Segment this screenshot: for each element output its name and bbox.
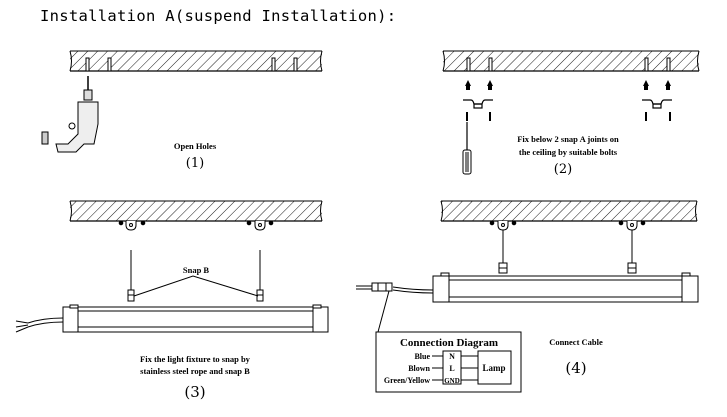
terminal-gnd: GND — [444, 377, 460, 385]
power-cable — [15, 317, 64, 333]
snap-a-mounted — [489, 220, 646, 231]
step-4: Connection Diagram Blue Blown Green/Yell… — [356, 200, 699, 393]
step-2-caption-line-1: Fix below 2 snap A joints on — [517, 134, 619, 144]
connection-diagram-title: Connection Diagram — [400, 337, 498, 349]
page-title: Installation A(suspend Installation): — [40, 7, 397, 25]
anchor-plug-icons — [465, 80, 671, 90]
light-fixture — [432, 272, 699, 303]
step-4-number: (4) — [565, 359, 586, 377]
snap-b-icons — [498, 262, 637, 274]
ceiling-slab — [69, 50, 323, 72]
connection-diagram: Connection Diagram Blue Blown Green/Yell… — [375, 331, 522, 393]
wire-label-blue: Blue — [414, 352, 430, 361]
drilled-holes — [466, 57, 671, 72]
snap-b-callout-lines — [133, 275, 259, 297]
snap-b-label: Snap B — [183, 265, 210, 275]
ceiling-slab — [440, 200, 698, 222]
step-1-caption: Open Holes — [174, 141, 217, 151]
ceiling-slab — [442, 50, 700, 72]
wire-label-green-yellow: Green/Yellow — [384, 376, 430, 385]
terminal-n: N — [449, 352, 455, 361]
wire-label-blown: Blown — [408, 364, 430, 373]
steel-ropes — [130, 250, 261, 290]
step-3: Snap B Fix the light fixture to snap by … — [15, 200, 329, 401]
light-fixture — [62, 304, 329, 333]
snap-a-mounted — [118, 220, 274, 231]
step-3-caption-line-2: stainless steel rope and snap B — [140, 366, 250, 376]
step-1-number: (1) — [186, 156, 204, 171]
ceiling-slab — [69, 200, 323, 222]
step-1: Open Holes (1) — [41, 50, 323, 171]
lamp-label: Lamp — [482, 363, 505, 373]
step-3-caption-line-1: Fix the light fixture to snap by — [140, 354, 251, 364]
terminal-l: L — [449, 364, 454, 373]
drilled-holes — [85, 57, 298, 72]
step-2-number: (2) — [554, 162, 572, 177]
step-3-number: (3) — [184, 383, 205, 401]
cable-connector-icon — [356, 282, 434, 333]
step-4-caption: Connect Cable — [549, 337, 603, 347]
screwdriver-icon — [462, 122, 472, 175]
step-2: Fix below 2 snap A joints on the ceiling… — [442, 50, 700, 177]
step-2-caption-line-2: the ceiling by suitable bolts — [519, 147, 618, 157]
bolt-icons — [466, 112, 671, 121]
snap-a-bracket-icon — [463, 99, 672, 109]
steel-ropes — [502, 230, 633, 263]
drill-icon — [41, 76, 99, 153]
